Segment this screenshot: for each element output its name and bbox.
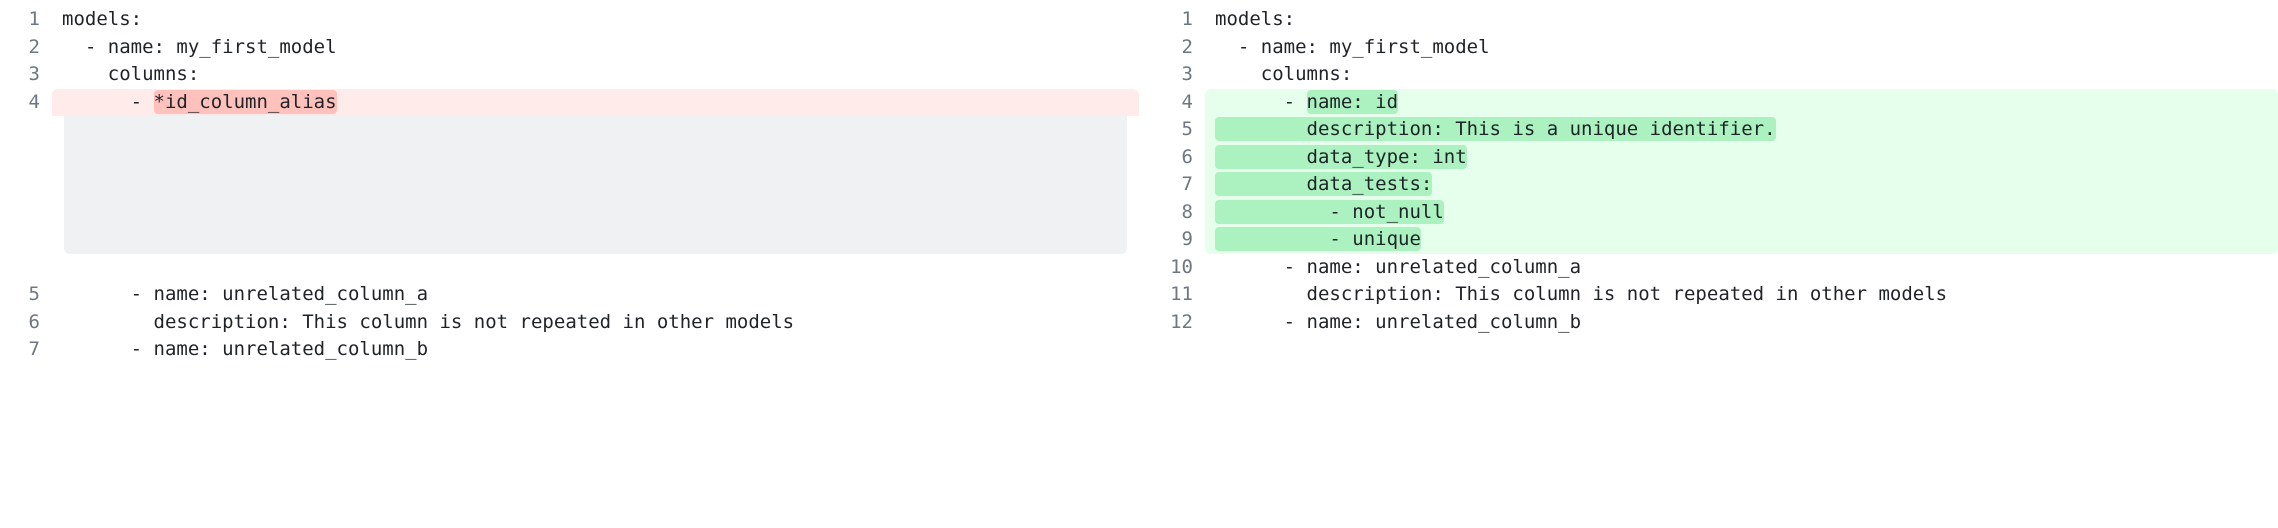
code-line-content[interactable]: - name: unrelated_column_a	[52, 281, 1139, 309]
code-line-content[interactable]: - name: unrelated_column_a	[1205, 254, 2278, 282]
code-token: - name: unrelated_column_b	[62, 338, 429, 360]
code-line[interactable]: 1 models:	[0, 6, 1139, 34]
code-line-content[interactable]: - name: id	[1205, 88, 2278, 116]
line-number: 6	[1181, 145, 1193, 168]
code-line-content[interactable]: models:	[52, 6, 1139, 34]
code-line[interactable]: 9 - unique	[1139, 226, 2278, 254]
line-number: 2	[28, 35, 40, 58]
line-number: 5	[1181, 118, 1193, 140]
code-line-content[interactable]: description: This column is not repeated…	[52, 309, 1139, 337]
deleted-token: *id_column_alias	[153, 89, 337, 114]
code-line[interactable]: 3 columns:	[1139, 61, 2278, 89]
code-line[interactable]: 2 - name: my_first_model	[1139, 34, 2278, 62]
code-token: description: This column is not repeated…	[1215, 283, 1948, 305]
code-token: -	[1215, 90, 1307, 113]
code-line[interactable]: 4 - *id_column_alias	[0, 88, 1139, 116]
code-line[interactable]: 6 data_type: int	[1139, 143, 2278, 171]
code-token: columns:	[1215, 63, 1353, 85]
code-line-content[interactable]: - name: my_first_model	[1205, 34, 2278, 62]
line-number: 12	[1170, 310, 1193, 333]
line-number: 10	[1170, 255, 1193, 278]
code-line[interactable]: 8 - not_null	[1139, 198, 2278, 226]
line-number: 8	[1181, 200, 1193, 223]
code-line-content[interactable]: - not_null	[1205, 198, 2278, 226]
line-number: 4	[28, 90, 40, 113]
diff-gap	[0, 254, 1139, 282]
code-token: description: This column is not repeated…	[62, 310, 795, 333]
line-number: 1	[1181, 8, 1193, 30]
added-token: - unique	[1215, 227, 1421, 251]
code-token: - name: unrelated_column_a	[1215, 255, 1582, 278]
added-token: description: This is a unique identifier…	[1215, 117, 1776, 141]
code-line[interactable]: 12 - name: unrelated_column_b	[1139, 309, 2278, 337]
code-line-content[interactable]: data_tests:	[1205, 171, 2278, 199]
code-line-content[interactable]: - name: my_first_model	[52, 34, 1139, 62]
code-line-content[interactable]: description: This is a unique identifier…	[1205, 116, 2278, 144]
code-token: - name: unrelated_column_b	[1215, 310, 1582, 333]
line-number: 9	[1181, 228, 1193, 250]
code-line-content[interactable]: - unique	[1205, 226, 2278, 254]
added-token: data_tests:	[1215, 172, 1433, 196]
added-token: - not_null	[1215, 199, 1444, 224]
line-number: 5	[28, 283, 40, 305]
code-line-content[interactable]: columns:	[52, 61, 1139, 89]
code-line-content[interactable]: - name: unrelated_column_b	[52, 336, 1139, 364]
code-line[interactable]: 6 description: This column is not repeat…	[0, 309, 1139, 337]
code-line[interactable]: 5 description: This is a unique identifi…	[1139, 116, 2278, 144]
code-token: - name: my_first_model	[1215, 35, 1490, 58]
code-line-content[interactable]: data_type: int	[1205, 143, 2278, 171]
code-line-content[interactable]: - *id_column_alias	[52, 88, 1139, 116]
code-line-content[interactable]: columns:	[1205, 61, 2278, 89]
code-line[interactable]: 3 columns:	[0, 61, 1139, 89]
line-number: 7	[28, 338, 40, 360]
code-token: - name: my_first_model	[62, 35, 337, 58]
code-line[interactable]: 10 - name: unrelated_column_a	[1139, 254, 2278, 282]
code-line[interactable]: 1 models:	[1139, 6, 2278, 34]
line-number: 3	[28, 63, 40, 85]
code-token: - name: unrelated_column_a	[62, 283, 429, 305]
line-number: 6	[28, 310, 40, 333]
added-token: data_type: int	[1215, 144, 1467, 169]
code-line[interactable]: 11 description: This column is not repea…	[1139, 281, 2278, 309]
line-number: 4	[1181, 90, 1193, 113]
line-number: 11	[1170, 283, 1193, 305]
line-number: 1	[28, 8, 40, 30]
code-line[interactable]: 5 - name: unrelated_column_a	[0, 281, 1139, 309]
code-token: columns:	[62, 63, 200, 85]
diff-alignment-filler	[64, 116, 1127, 254]
code-line-content[interactable]: - name: unrelated_column_b	[1205, 309, 2278, 337]
code-line[interactable]: 2 - name: my_first_model	[0, 34, 1139, 62]
code-line[interactable]: 4 - name: id	[1139, 88, 2278, 116]
code-line-content[interactable]: models:	[1205, 6, 2278, 34]
code-token: models:	[62, 8, 143, 30]
line-number: 3	[1181, 63, 1193, 85]
code-line[interactable]: 7 data_tests:	[1139, 171, 2278, 199]
code-token: models:	[1215, 8, 1296, 30]
code-token: -	[62, 90, 154, 113]
line-number: 2	[1181, 35, 1193, 58]
code-line[interactable]: 7 - name: unrelated_column_b	[0, 336, 1139, 364]
code-line-content[interactable]: description: This column is not repeated…	[1205, 281, 2278, 309]
line-number: 7	[1181, 173, 1193, 195]
added-token: name: id	[1306, 89, 1399, 114]
